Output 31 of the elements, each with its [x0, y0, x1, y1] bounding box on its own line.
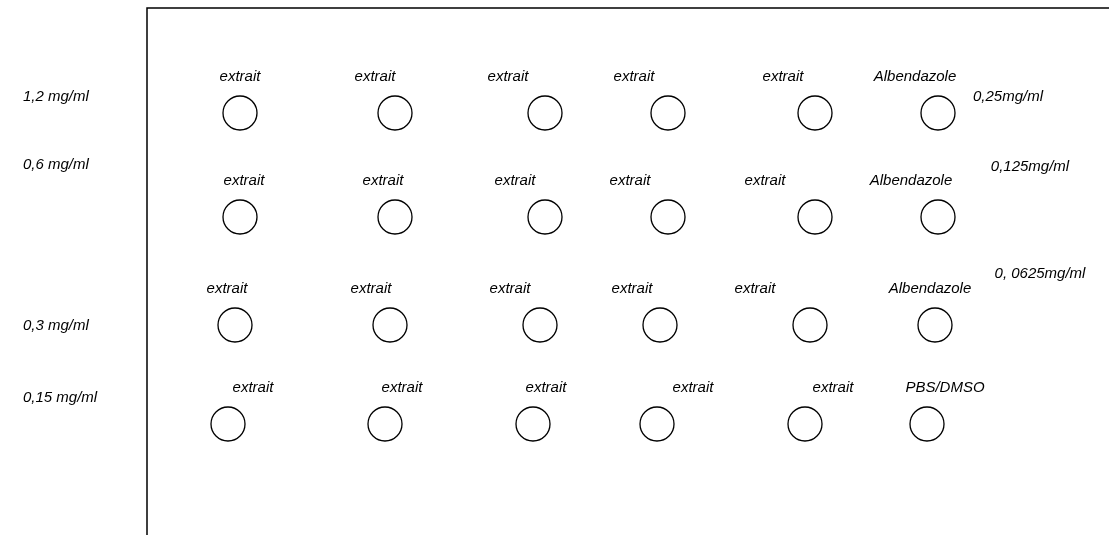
- well-label: extrait: [219, 67, 261, 85]
- well-label: Albendazole: [888, 279, 972, 297]
- well-label: extrait: [734, 279, 776, 297]
- well-label: extrait: [362, 171, 404, 189]
- well-label: extrait: [812, 378, 854, 396]
- well-label: extrait: [744, 171, 786, 189]
- concentration-label: 0, 0625mg/ml: [994, 264, 1086, 282]
- well-label: PBS/DMSO: [905, 378, 985, 396]
- well-label: extrait: [381, 378, 423, 396]
- concentration-label: 0,15 mg/ml: [23, 388, 98, 406]
- well-label: extrait: [609, 171, 651, 189]
- concentration-label: 0,3 mg/ml: [23, 316, 89, 334]
- well-label: extrait: [232, 378, 274, 396]
- concentration-label: 0,6 mg/ml: [23, 155, 89, 173]
- well-label: extrait: [487, 67, 529, 85]
- well-label: extrait: [206, 279, 248, 297]
- well-label: extrait: [762, 67, 804, 85]
- well-label: Albendazole: [873, 67, 957, 85]
- well-label: extrait: [613, 67, 655, 85]
- well-label: extrait: [672, 378, 714, 396]
- well-label: extrait: [611, 279, 653, 297]
- concentration-label: 0,125mg/ml: [990, 157, 1070, 175]
- concentration-label: 1,2 mg/ml: [23, 87, 89, 105]
- well-label: extrait: [350, 279, 392, 297]
- well-label: Albendazole: [869, 171, 953, 189]
- concentration-label: 0,25mg/ml: [973, 87, 1043, 105]
- well-label: extrait: [223, 171, 265, 189]
- well-label: extrait: [525, 378, 567, 396]
- well-label: extrait: [489, 279, 531, 297]
- well-label: extrait: [354, 67, 396, 85]
- well-label: extrait: [494, 171, 536, 189]
